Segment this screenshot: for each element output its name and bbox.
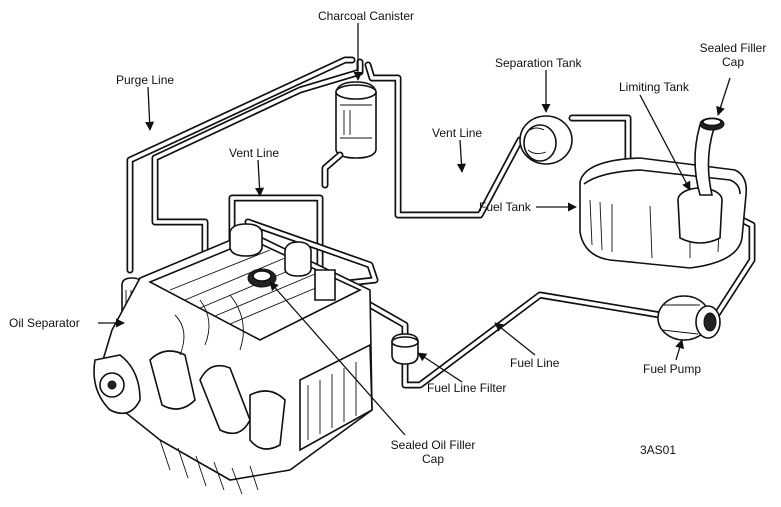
label-sealed-filler-cap-line1: Sealed Filler — [699, 41, 767, 55]
label-separation-tank: Separation Tank — [495, 56, 582, 70]
fuel-tank — [579, 157, 748, 269]
sealed-filler-cap — [694, 117, 725, 196]
label-sealed-filler-cap: Sealed Filler Cap — [693, 41, 773, 69]
leader-arrows — [98, 23, 731, 436]
fuel-line-filter — [391, 333, 419, 365]
label-fuel-tank: Fuel Tank — [479, 200, 531, 214]
label-fuel-line-filter: Fuel Line Filter — [427, 381, 507, 395]
label-sealed-filler-cap-line2: Cap — [721, 55, 744, 69]
label-purge-line: Purge Line — [116, 73, 175, 87]
canister-to-separation-tank-pipe — [364, 61, 632, 219]
label-fuel-pump: Fuel Pump — [643, 362, 702, 376]
label-fuel-line: Fuel Line — [510, 356, 560, 370]
label-vent-line-left: Vent Line — [229, 146, 280, 160]
label-oil-separator: Oil Separator — [9, 316, 80, 330]
fuel-pump — [657, 295, 721, 341]
label-sealed-oil-filler-cap: Sealed Oil Filler Cap — [378, 438, 488, 466]
charcoal-canister — [321, 81, 377, 189]
label-sealed-oil-filler-cap-line2: Cap — [421, 452, 444, 466]
label-vent-line-right: Vent Line — [432, 126, 483, 140]
label-limiting-tank: Limiting Tank — [619, 80, 689, 94]
separation-tank — [519, 115, 573, 165]
label-charcoal-canister: Charcoal Canister — [318, 9, 415, 23]
figure-code: 3AS01 — [640, 443, 677, 457]
engine-block — [93, 223, 373, 495]
label-sealed-oil-filler-cap-line1: Sealed Oil Filler — [390, 438, 476, 452]
